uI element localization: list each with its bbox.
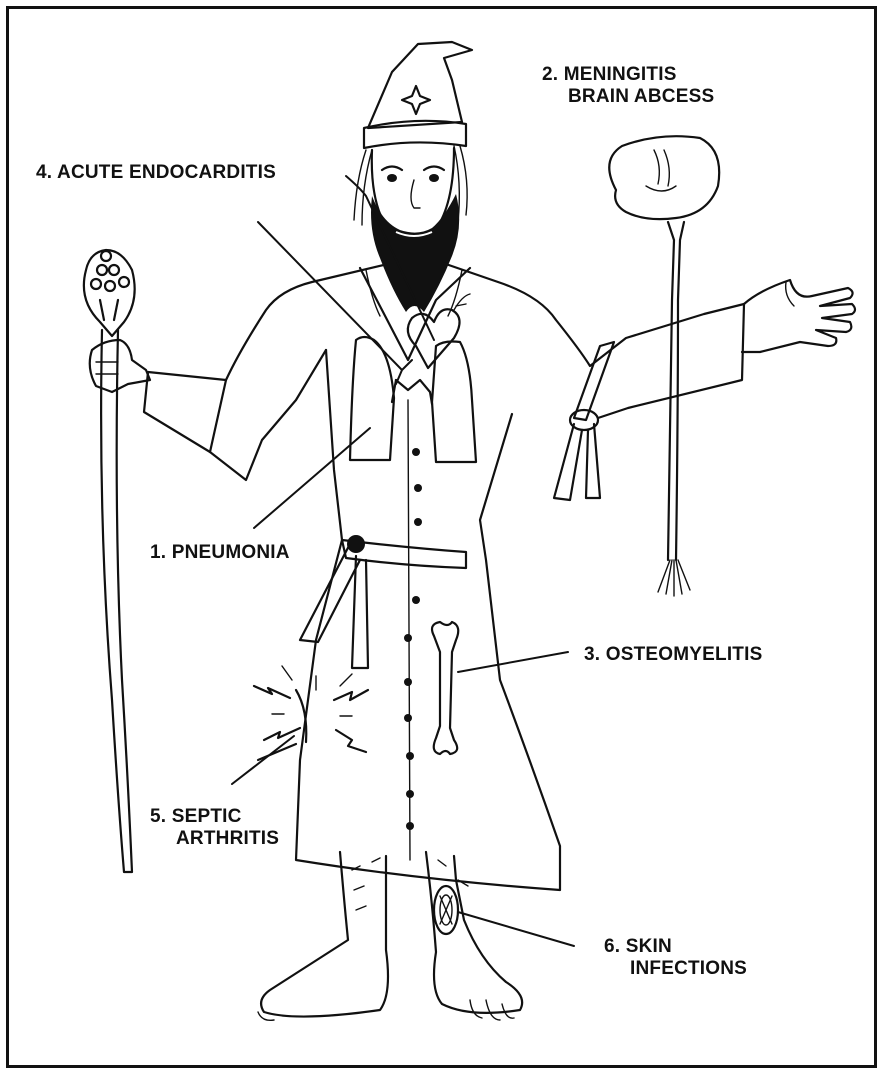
label-meningitis-line-2: BRAIN ABCESS <box>542 86 714 108</box>
leader-osteomyelitis <box>458 652 568 672</box>
lungs-drawing <box>350 337 476 462</box>
wizard-robe <box>144 262 744 890</box>
leader-septic-arthritis <box>232 736 294 784</box>
label-osteomyelitis: 3. OSTEOMYELITIS <box>584 644 762 666</box>
skin-lesion <box>434 886 458 934</box>
label-meningitis-line-1: 2. MENINGITIS <box>542 64 714 86</box>
label-septic-arthritis: 5. SEPTIC ARTHRITIS <box>150 806 279 850</box>
label-pneumonia: 1. PNEUMONIA <box>150 542 290 564</box>
label-endocarditis: 4. ACUTE ENDOCARDITIS <box>36 162 276 184</box>
label-pneumonia-line-1: 1. PNEUMONIA <box>150 542 290 564</box>
label-osteomyelitis-line-1: 3. OSTEOMYELITIS <box>584 644 762 666</box>
right-hand <box>742 280 855 352</box>
label-skin-infections: 6. SKIN INFECTIONS <box>604 936 747 980</box>
leader-skin-infections <box>458 912 574 946</box>
label-meningitis: 2. MENINGITIS BRAIN ABCESS <box>542 64 714 108</box>
bone-drawing <box>432 622 458 754</box>
label-septic-arthritis-line-1: 5. SEPTIC <box>150 806 279 828</box>
wizard-hat <box>364 42 472 148</box>
legs-feet <box>258 852 522 1020</box>
staff <box>84 250 135 872</box>
brain-spine-drawing <box>609 136 719 596</box>
left-hand <box>90 340 150 392</box>
robe-buttons <box>404 448 422 830</box>
label-endocarditis-line-1: 4. ACUTE ENDOCARDITIS <box>36 162 276 184</box>
arm-band <box>554 342 614 500</box>
label-skin-infections-line-2: INFECTIONS <box>604 958 747 980</box>
label-skin-infections-line-1: 6. SKIN <box>604 936 747 958</box>
leader-pneumonia <box>254 428 370 528</box>
wizard-beard <box>371 194 459 312</box>
label-septic-arthritis-line-2: ARTHRITIS <box>150 828 279 850</box>
